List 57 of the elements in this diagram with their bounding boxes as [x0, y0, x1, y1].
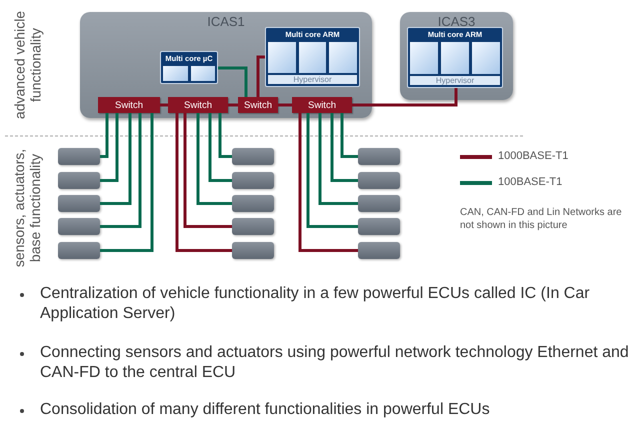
network-line [100, 113, 118, 182]
ecu-box [58, 218, 100, 235]
network-line [298, 113, 358, 252]
network-line [330, 113, 358, 182]
ecu-box [232, 195, 274, 212]
network-line [218, 113, 232, 158]
network-line [208, 113, 232, 182]
network-line [218, 66, 248, 97]
network-line [352, 88, 458, 106]
ecu-box [58, 242, 100, 259]
processor-block [265, 27, 360, 87]
switch-box: Switch [98, 97, 160, 113]
network-line [306, 113, 358, 228]
network-line [318, 113, 358, 205]
ecu-box [58, 172, 100, 189]
network-line [176, 113, 232, 252]
ecu-box [358, 195, 400, 212]
network-line [278, 104, 292, 106]
ecu-box [358, 242, 400, 259]
switch-box: Switch [238, 97, 278, 113]
network-line [100, 113, 132, 205]
network-line [184, 113, 232, 228]
hypervisor-bar: Hypervisor [410, 76, 500, 85]
hypervisor-bar: Hypervisor [268, 75, 357, 84]
network-line [160, 104, 168, 106]
network-line [340, 113, 358, 158]
bullet-text: Connecting sensors and actuators using powerful network technology Ethernet and CAN-FD to the central ECU [40, 343, 630, 383]
network-line [100, 113, 108, 158]
server-title: ICAS1 [206, 14, 246, 29]
ecu-box [358, 218, 400, 235]
processor-block [160, 51, 218, 84]
note-text: CAN, CAN-FD and Lin Networks are not shown in this picture [460, 206, 623, 232]
network-line [196, 113, 232, 205]
network-line [100, 113, 154, 252]
ecu-box [232, 172, 274, 189]
switch-box: Switch [292, 97, 352, 113]
server-box [400, 12, 513, 100]
network-line [256, 56, 265, 97]
server-box [80, 12, 372, 118]
bullet-text: Consolidation of many different functionalities in powerful ECUs [40, 400, 491, 420]
switch-box: Switch [168, 97, 228, 113]
section-label: advanced vehicle functionality [11, 10, 43, 122]
ecu-box [232, 148, 274, 165]
bullet-text: Centralization of vehicle functionality in a few powerful ECUs called IC (In Car Application Server) [40, 284, 591, 324]
ecu-box [58, 148, 100, 165]
ecu-box [232, 218, 274, 235]
ecu-box [232, 242, 274, 259]
ecu-box [58, 195, 100, 212]
ecu-box [358, 172, 400, 189]
legend-label: 1000BASE-T1 [498, 150, 568, 162]
ecu-box [358, 148, 400, 165]
section-label: sensors, actuators, base functionality [11, 148, 43, 270]
server-title: ICAS3 [436, 14, 476, 29]
legend-label: 100BASE-T1 [498, 176, 562, 188]
processor-block [407, 27, 503, 88]
network-line [228, 104, 238, 106]
network-line [100, 113, 142, 228]
